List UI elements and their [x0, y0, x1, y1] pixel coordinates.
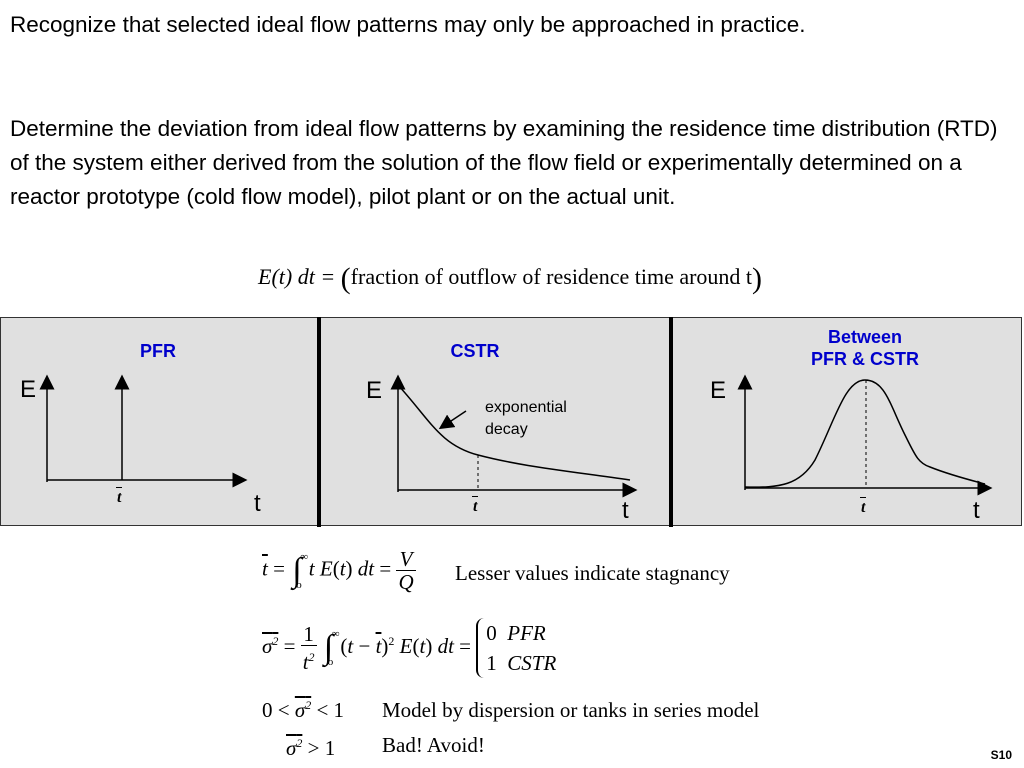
pfr-graph — [39, 374, 248, 488]
between-y-label: E — [710, 377, 727, 404]
between-graph — [737, 374, 993, 496]
cstr-mean-label: t — [471, 496, 480, 515]
range-note: Model by dispersion or tanks in series m… — [382, 698, 760, 722]
pfr-mean-label: t — [115, 487, 124, 506]
cstr-graph — [390, 374, 638, 498]
cstr-x-label: t — [622, 497, 629, 524]
definition-lhs: E(t) dt = — [258, 264, 336, 289]
slide-number: S10 — [990, 748, 1012, 762]
rtd-panel — [0, 317, 1022, 526]
pfr-y-label: E — [20, 376, 37, 403]
variance-cases: 0 PFR 1 CSTR — [476, 618, 556, 678]
case-cstr: CSTR — [507, 651, 557, 675]
between-title-line1: Between — [827, 327, 903, 347]
case-one: 1 — [486, 651, 497, 675]
mean-note: Lesser values indicate stagnancy — [455, 561, 730, 585]
annotation-line2: decay — [485, 421, 528, 438]
variance-gt-one: σ2 > 1 — [286, 736, 336, 760]
variance-range-inequality: 0 < σ2 < 1 — [262, 698, 345, 722]
cstr-title: CSTR — [450, 341, 500, 361]
intro-paragraph-2: Determine the deviation from ideal flow … — [10, 116, 998, 209]
panel-divider-1 — [317, 317, 321, 527]
definition-rhs: fraction of outflow of residence time ar… — [350, 264, 753, 289]
between-title-line2: PFR & CSTR — [811, 349, 919, 369]
cstr-y-label: E — [366, 377, 383, 404]
intro-paragraph-1: Recognize that selected ideal flow patte… — [10, 12, 806, 37]
pfr-x-label: t — [254, 490, 261, 517]
pfr-title: PFR — [140, 341, 176, 361]
case-pfr: PFR — [507, 621, 546, 645]
between-curve — [744, 379, 986, 488]
between-title: Between PFR & CSTR — [790, 326, 940, 370]
rtd-definition-equation: E(t) dt = (fraction of outflow of reside… — [258, 262, 763, 295]
annotation-line1: exponential — [485, 399, 567, 416]
exponential-arrow — [438, 410, 467, 430]
between-mean-label: t — [859, 497, 868, 516]
between-x-label: t — [973, 497, 980, 524]
exponential-decay-label: exponential decay — [485, 397, 567, 441]
panel-divider-2 — [669, 317, 673, 527]
bad-note: Bad! Avoid! — [382, 733, 485, 757]
case-zero: 0 — [486, 621, 497, 645]
